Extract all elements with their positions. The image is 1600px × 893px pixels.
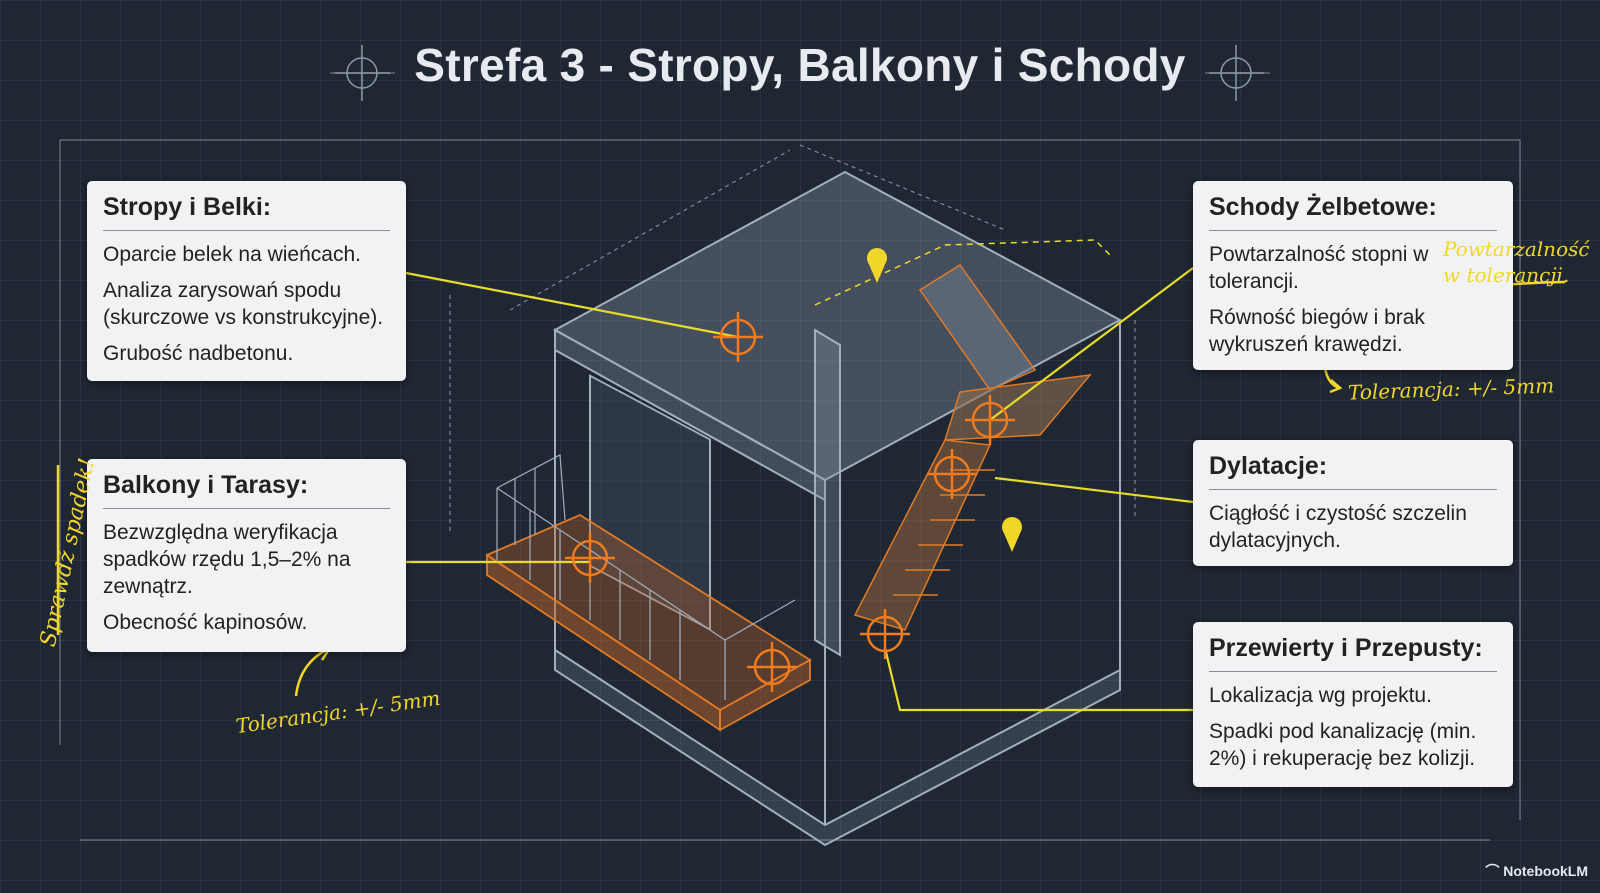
card-line: Ciągłość i czystość szczelin dylatacyjny… [1209,502,1467,552]
card-heading: Stropy i Belki: [103,193,390,231]
page-title: Strefa 3 - Stropy, Balkony i Schody [414,39,1186,91]
dimension-lines [449,144,1136,535]
card-heading: Przewierty i Przepusty: [1209,634,1497,672]
balcony-railing [496,454,796,700]
card-line: Bezwzględna weryfikacja spadków rzędu 1,… [103,521,351,598]
card-heading: Schody Żelbetowe: [1209,193,1497,231]
card-heading: Balkony i Tarasy: [103,471,390,509]
inspection-target-stropy [713,312,763,362]
card-line: Oparcie belek na wieńcach. [103,243,361,266]
location-pin-top [867,248,887,283]
staircase [853,263,1092,631]
card-heading: Dylatacje: [1209,452,1497,490]
leader-lines [405,267,1194,712]
card-line: Równość biegów i brak wykruszeń krawędzi… [1209,306,1425,356]
handwritten-note-line: Powtarzalność [1443,237,1590,261]
inspection-target-schody [965,395,1015,445]
card-line: Spadki pod kanalizację (min. 2%) i rekup… [1209,720,1477,770]
inspection-target-balkony-edge [747,642,797,692]
notebooklm-branding: ⌒ NotebookLM [1485,861,1588,881]
handwritten-note-line: w tolerancji. [1443,263,1570,287]
card-przewierty-i-przepusty: Przewierty i Przepusty: Lokalizacja wg p… [1193,622,1513,787]
card-stropy-i-belki: Stropy i Belki: Oparcie belek na wieńcac… [87,181,406,381]
title-crosshair-left [335,45,390,101]
notebooklm-logo-icon: ⌒ [1485,863,1504,879]
card-dylatacje: Dylatacje: Ciągłość i czystość szczelin … [1193,440,1513,566]
inspection-target-przewierty [860,609,910,659]
card-line: Obecność kapinosów. [103,611,308,634]
balcony [485,513,812,732]
card-line: Grubość nadbetonu. [103,342,294,365]
handwritten-note-powtarzalnosc: Powtarzalność w tolerancji. [1443,236,1590,288]
brand-label: NotebookLM [1503,863,1588,879]
card-line: Analiza zarysowań spodu (skurczowe vs ko… [103,279,384,329]
title-crosshair-right [1209,45,1264,101]
inspection-target-dylatacje [927,449,977,499]
card-balkony-i-tarasy: Balkony i Tarasy: Bezwzględna weryfikacj… [87,459,406,652]
building-structure [552,170,1123,847]
card-line: Powtarzalność stopni w tolerancji. [1209,243,1429,293]
handwritten-arrow-right [1323,367,1343,394]
card-schody-zelbetowe: Schody Żelbetowe: Powtarzalność stopni w… [1193,181,1513,370]
card-line: Lokalizacja wg projektu. [1209,684,1432,707]
inspection-target-balkony [565,533,615,583]
location-pin-right [1002,517,1022,552]
